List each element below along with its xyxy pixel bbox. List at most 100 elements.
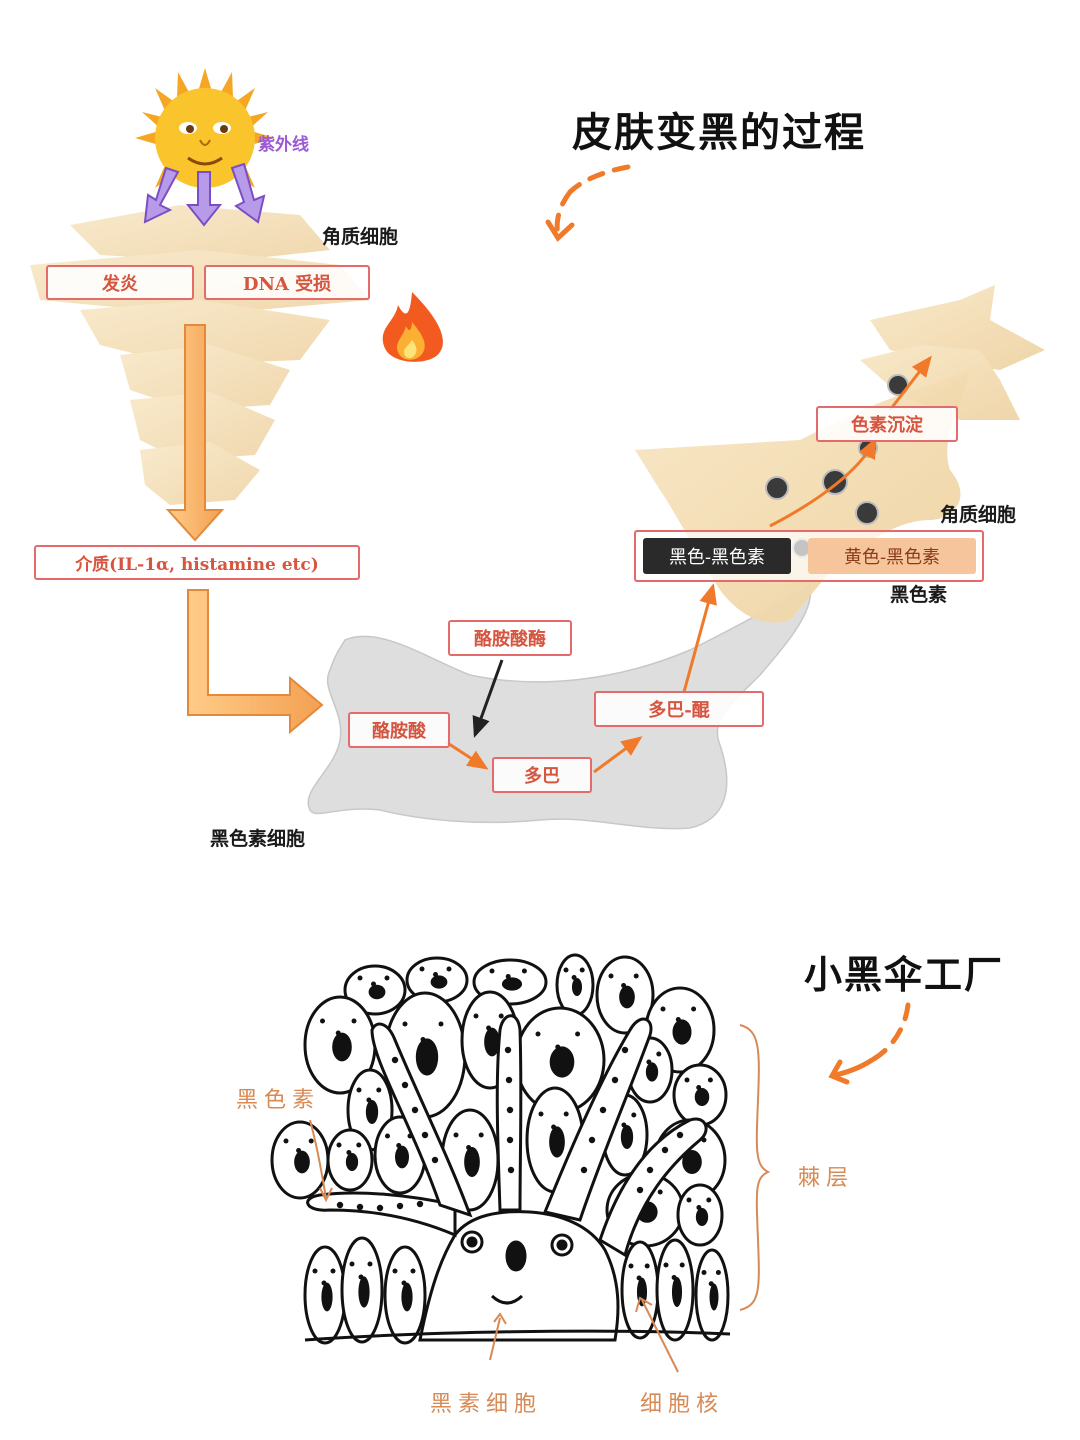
cell-nucleus [572, 978, 582, 996]
melanin-dot [680, 1263, 685, 1268]
dendrite-melanin-dot [506, 1077, 512, 1083]
cell-nucleus [550, 1046, 575, 1077]
melanin-dot [490, 969, 495, 974]
dendrite-melanin-dot [432, 1157, 438, 1163]
dendrite-melanin-dot [637, 1187, 643, 1193]
melanin-dot [551, 1125, 556, 1130]
cell-nucleus [416, 1038, 438, 1075]
melanin-dot [403, 1022, 408, 1027]
elbow-arrow-large [188, 590, 322, 732]
melanin-label-top: 黑色素 [890, 580, 947, 607]
melanin-dot [320, 1019, 325, 1024]
melanin-dot [439, 1022, 444, 1027]
tyrosine-box: 酪胺酸 [348, 712, 450, 748]
cell-nucleus [294, 1151, 310, 1174]
dna-damage-box: DNA 受损 [204, 265, 370, 300]
melanin-dot [352, 1019, 357, 1024]
cell-nucleus [464, 1147, 480, 1177]
eumelanin-box: 黑色-黑色素 [643, 538, 791, 574]
melanin-dot [474, 1014, 479, 1019]
melanin-dot [346, 1150, 351, 1155]
pigment-deposition-box: 色素沉淀 [816, 406, 958, 442]
melanin-dot [631, 1113, 636, 1118]
title-swoosh-arrow-top [548, 167, 628, 238]
melanin-dot [536, 1032, 541, 1037]
melanin-dot [368, 1262, 373, 1267]
melanin-label-bottom: 黑色素 [236, 1082, 320, 1114]
melanin-dot [661, 1007, 666, 1012]
spinous-layer-bracket [740, 1025, 768, 1310]
melanin-dot [691, 1007, 696, 1012]
cell-nucleus [672, 1277, 682, 1307]
melanin-dot [385, 1134, 390, 1139]
cell-nucleus [619, 986, 635, 1009]
melanin-dot [296, 1148, 301, 1153]
dendrite-melanin-dot [422, 1132, 428, 1138]
melanin-dot [322, 1281, 327, 1286]
melanin-dot [539, 1112, 544, 1117]
cell-nucleus [346, 1153, 358, 1171]
melanin-dot [664, 1263, 669, 1268]
melanin-dot [357, 1088, 362, 1093]
dendrite-melanin-dot [412, 1107, 418, 1113]
cell-nucleus [321, 1283, 332, 1312]
melanin-dot [284, 1139, 289, 1144]
melanin-dot [575, 1032, 580, 1037]
fire-icon [383, 292, 443, 362]
melanin-dot [385, 976, 390, 981]
melanin-dot [564, 1112, 569, 1117]
dendrite-melanin-dot [505, 1047, 511, 1053]
melanin-dot [702, 1270, 707, 1275]
cell-nucleus [621, 1125, 633, 1149]
melanin-dot [708, 1078, 713, 1083]
cell-nucleus [401, 1283, 412, 1312]
melanin-dot [685, 1078, 690, 1083]
tyrosinase-box: 酪胺酸酶 [448, 620, 572, 656]
uv-label: 紫外线 [258, 130, 309, 155]
melanin-dot [687, 1198, 692, 1203]
dendrite-melanin-dot [337, 1202, 343, 1208]
melanin-dot [499, 1014, 504, 1019]
melanin-dot [609, 974, 614, 979]
melanin-dot [634, 974, 639, 979]
melanin-dot [371, 982, 376, 987]
dendrite-melanin-dot [392, 1057, 398, 1063]
melanin-dot [376, 1088, 381, 1093]
cell-nucleus [672, 1019, 691, 1044]
title-swoosh-arrow-bottom [832, 1005, 908, 1082]
melanin-dot [621, 1123, 626, 1128]
melanin-dot [716, 1270, 721, 1275]
cell-nucleus [502, 977, 522, 990]
melanin-dot [656, 1052, 661, 1057]
dendrite-melanin-dot [507, 1137, 513, 1143]
cell-nucleus [369, 985, 386, 999]
cell-nucleus [431, 975, 448, 988]
melanin-dot [336, 1031, 341, 1036]
cell-nucleus [358, 1276, 369, 1307]
melanin-dot [709, 1281, 714, 1286]
dendrite-melanin-dot [647, 1167, 653, 1173]
dendrite-melanin-dot [377, 1205, 383, 1211]
melanin-dot [572, 975, 577, 980]
melanin-dot [421, 1037, 426, 1042]
melanin-dot [580, 968, 585, 973]
melanin-dot [420, 967, 425, 972]
melanin-dot [402, 1281, 407, 1286]
melanin-dot [696, 1085, 701, 1090]
dopa-box: 多巴 [492, 757, 592, 793]
melanin-dot [447, 967, 452, 972]
melanin-dot [506, 974, 511, 979]
inflammation-box: 发炎 [46, 265, 194, 300]
dendrite-melanin-dot [402, 1082, 408, 1088]
melanin-dot [706, 1198, 711, 1203]
pheomelanin-box: 黄色-黑色素 [808, 538, 976, 574]
mediator-box: 介质(IL-1α, histamine etc) [34, 545, 360, 580]
melanin-dot [331, 1269, 336, 1274]
bottom-title: 小黑伞工厂 [804, 944, 1004, 999]
melanin-dot [486, 1026, 491, 1031]
dendrite-melanin-dot [600, 1107, 606, 1113]
melanin-dot [479, 1133, 484, 1138]
dopaquinone-box: 多巴-醌 [594, 691, 764, 727]
melanocyte-label-bottom: 黑素细胞 [430, 1386, 542, 1418]
dendrite-melanin-dot [677, 1132, 683, 1138]
